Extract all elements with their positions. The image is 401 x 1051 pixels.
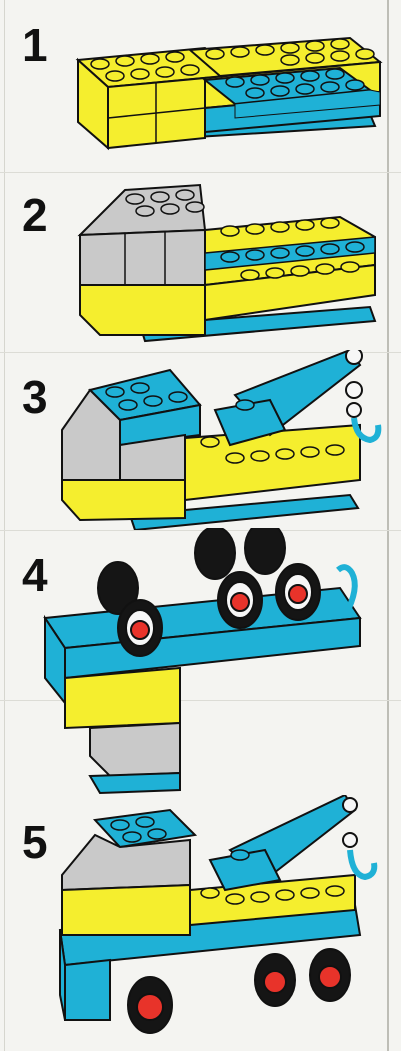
step-4-illustration	[43, 528, 362, 795]
step-1-illustration	[75, 36, 383, 151]
step-3-illustration	[61, 350, 382, 530]
step-number: 4	[22, 549, 48, 601]
step-number: 5	[22, 816, 48, 868]
step-number: 2	[22, 189, 48, 241]
step-5-illustration	[58, 795, 378, 1034]
step-2-illustration	[77, 183, 377, 343]
fold-line	[0, 172, 401, 173]
page-edge-right	[387, 0, 389, 1051]
fold-line	[0, 352, 401, 353]
step-number: 3	[22, 371, 48, 423]
step-number: 1	[22, 19, 48, 71]
page-edge-left	[4, 0, 5, 1051]
fold-line	[0, 530, 401, 531]
fold-line	[0, 700, 401, 701]
